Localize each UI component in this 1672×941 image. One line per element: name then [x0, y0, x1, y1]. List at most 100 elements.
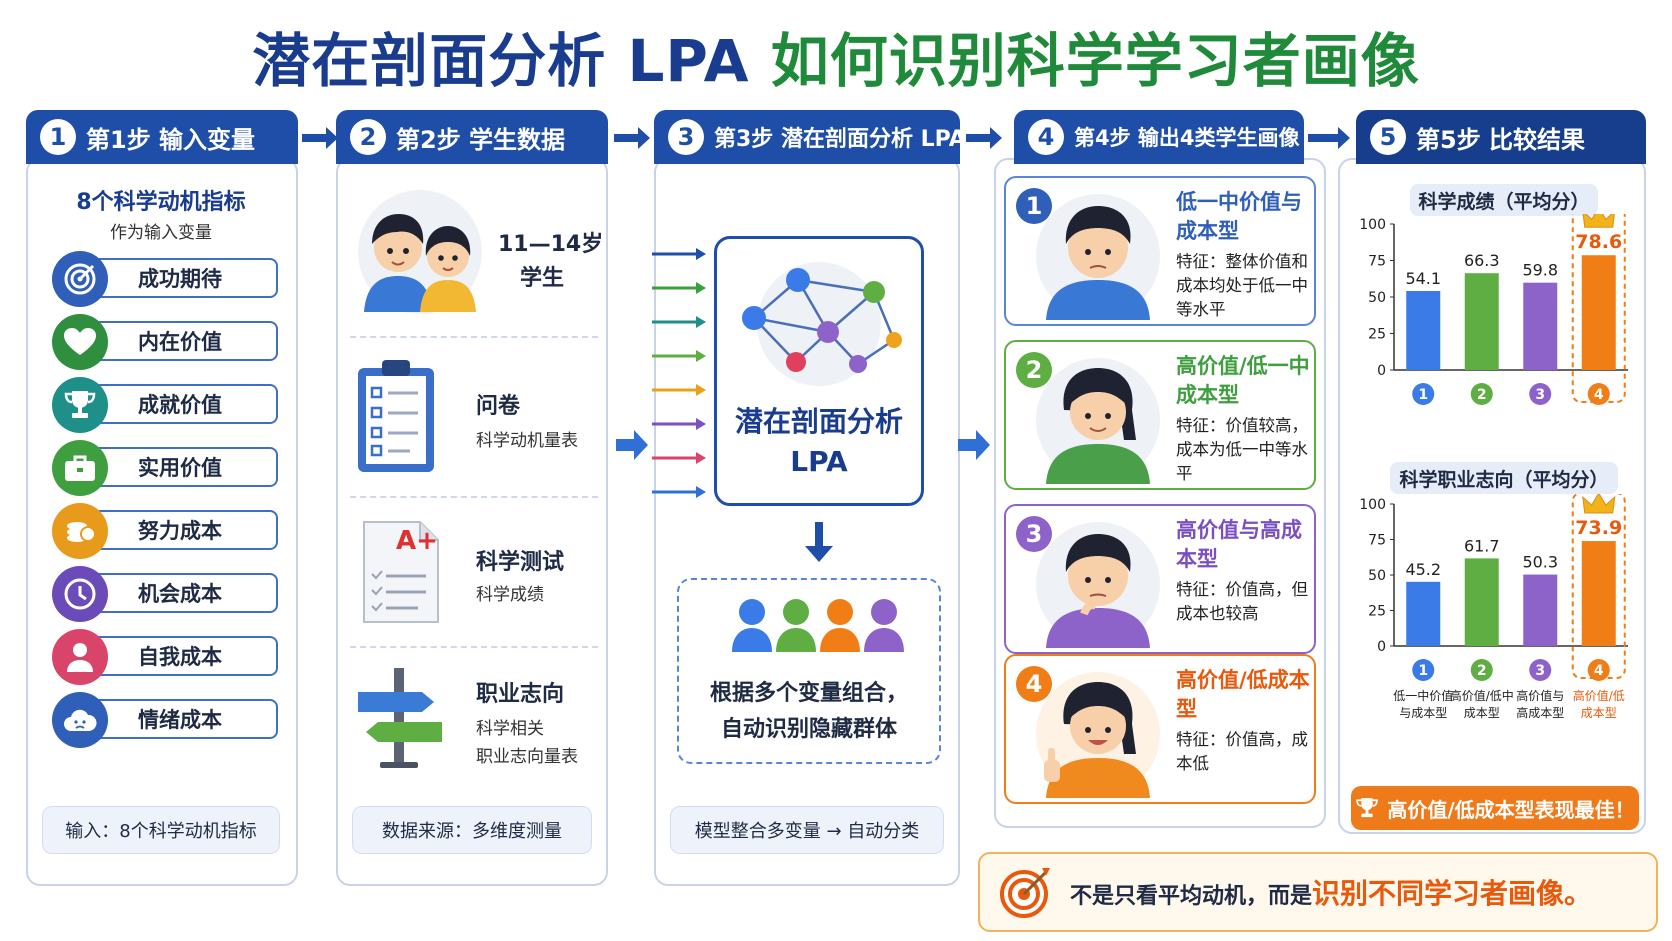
- arrow-down-icon: [805, 522, 833, 562]
- sad-cloud-icon: [52, 692, 108, 748]
- category-label: 4: [1594, 663, 1604, 679]
- coins-icon: [52, 503, 108, 559]
- step-header-2: 2 第2步 学生数据: [336, 110, 608, 164]
- profile-title: 高价值与高成本型: [1176, 518, 1302, 571]
- profile-desc: 特征：价值较高，成本为低一中等水平: [1176, 416, 1308, 483]
- data-label: 54.1: [1405, 269, 1441, 288]
- data-label: 45.2: [1405, 560, 1441, 579]
- category-label: 1: [1418, 663, 1428, 679]
- step-number: 5: [1370, 119, 1406, 155]
- profile-desc: 特征：整体价值和成本均处于低一中等水平: [1176, 252, 1308, 319]
- indicator-label: 机会成本: [78, 573, 278, 613]
- arrow-right-icon: [958, 430, 990, 460]
- bar: [1406, 291, 1441, 370]
- heart-icon: [52, 314, 108, 370]
- step-number: 3: [668, 119, 704, 155]
- profile-card-3: 3 高价值与高成本型 特征：价值高，但成本也较高: [1004, 504, 1316, 654]
- bar-chart-career-aspiration: 025507510045.21低一中价值与成本型61.72高价值/低中成本型50…: [1359, 494, 1628, 720]
- category-marker: [1529, 383, 1552, 405]
- student-avatar: [1036, 194, 1160, 320]
- lpa-line-1: 潜在剖面分析: [734, 405, 903, 438]
- title-part-1: 潜在剖面分析 LPA: [252, 27, 750, 95]
- y-tick-label: 0: [1377, 639, 1386, 655]
- y-tick-label: 25: [1368, 604, 1386, 620]
- profile-title: 低一中价值与成本型: [1176, 190, 1302, 243]
- step-number: 1: [40, 119, 76, 155]
- step-number: 4: [1028, 119, 1064, 155]
- chart-title-career: 科学职业志向（平均分）: [1390, 462, 1618, 494]
- questionnaire-title: 问卷: [476, 394, 521, 419]
- category-name: 高成本型: [1516, 705, 1564, 720]
- step-label: 第3步 潜在剖面分析 LPA: [714, 127, 966, 152]
- indicator-label: 成功期待: [78, 258, 278, 298]
- arrow-right-icon: [616, 430, 648, 460]
- step-label: 第4步 输出4类学生画像: [1074, 126, 1300, 150]
- trophy-icon: [52, 377, 108, 433]
- profile-card-4: 4 高价值/低成本型 特征：价值高，成本低: [1004, 654, 1316, 804]
- category-name: 高价值/低中: [1450, 688, 1514, 703]
- questionnaire-desc: 科学动机量表: [476, 431, 578, 451]
- data-label: 66.3: [1464, 251, 1500, 270]
- lpa-model-label: 潜在剖面分析 LPA: [714, 402, 924, 482]
- category-name: 成本型: [1464, 706, 1500, 720]
- y-tick-label: 100: [1359, 497, 1386, 513]
- divider: [350, 646, 598, 648]
- bar: [1464, 558, 1499, 646]
- category-label: 4: [1594, 387, 1604, 403]
- conclusion-banner: 不是只看平均动机，而是识别不同学习者画像。: [978, 852, 1658, 932]
- data-label: 61.7: [1464, 536, 1500, 555]
- step-header-3: 3 第3步 潜在剖面分析 LPA: [654, 110, 966, 164]
- profile-number: 3: [1016, 516, 1052, 552]
- arrow-right-icon: [302, 127, 338, 149]
- best-profile-banner: 高价值/低成本型表现最佳！: [1351, 786, 1639, 830]
- step-label: 第5步 比较结果: [1416, 125, 1586, 154]
- category-marker: [1587, 659, 1610, 681]
- hidden-groups-text: 根据多个变量组合， 自动识别隐藏群体: [677, 676, 941, 748]
- indicators-heading: 8个科学动机指标: [76, 190, 246, 215]
- col2-footer: 数据来源：多维度测量: [352, 806, 592, 854]
- target-icon: [52, 251, 108, 307]
- category-name: 高价值/低: [1573, 688, 1625, 703]
- y-tick-label: 75: [1368, 254, 1386, 270]
- category-marker: [1412, 383, 1435, 405]
- category-marker: [1412, 659, 1435, 681]
- trophy-icon: [1356, 798, 1379, 818]
- people-groups-icon: [732, 599, 904, 652]
- indicator-intrinsic-value: 内在价值: [52, 314, 280, 370]
- category-name: 成本型: [1581, 706, 1617, 720]
- y-tick-label: 50: [1368, 290, 1386, 306]
- indicator-effort-cost: 努力成本: [52, 503, 280, 559]
- indicator-label: 实用价值: [78, 447, 278, 487]
- profile-card-1: 1 低一中价值与成本型 特征：整体价值和成本均处于低一中等水平: [1004, 176, 1316, 326]
- lpa-line-2: LPA: [790, 445, 848, 478]
- arrow-right-icon: [614, 127, 650, 149]
- indicator-attainment-value: 成就价值: [52, 377, 280, 433]
- chart-title-score: 科学成绩（平均分）: [1410, 184, 1598, 216]
- indicator-utility-value: 实用价值: [52, 440, 280, 496]
- title-part-2: 如何识别科学学习者画像: [770, 27, 1420, 95]
- category-label: 1: [1418, 387, 1428, 403]
- science-test-desc: 科学成绩: [476, 585, 544, 605]
- data-label: 59.8: [1522, 261, 1558, 280]
- step-label: 第2步 学生数据: [396, 125, 566, 154]
- bar: [1581, 541, 1616, 646]
- data-label: 73.9: [1575, 517, 1622, 539]
- col3-footer: 模型整合多变量 → 自动分类: [670, 806, 944, 854]
- step-header-5: 5 第5步 比较结果: [1356, 110, 1646, 164]
- bar: [1523, 282, 1558, 370]
- bar: [1581, 255, 1616, 370]
- profile-number: 1: [1016, 188, 1052, 224]
- category-label: 3: [1535, 387, 1545, 403]
- profile-number: 4: [1016, 666, 1052, 702]
- group-line-1: 根据多个变量组合，: [709, 681, 908, 706]
- col1-footer: 输入：8个科学动机指标: [42, 806, 280, 854]
- career-desc-2: 职业志向量表: [476, 747, 578, 767]
- category-name: 低一中价值: [1393, 688, 1453, 703]
- group-line-2: 自动识别隐藏群体: [720, 717, 897, 742]
- indicator-label: 情绪成本: [78, 699, 278, 739]
- indicator-label: 自我成本: [78, 636, 278, 676]
- arrow-right-icon: [1308, 127, 1350, 149]
- divider: [350, 336, 598, 338]
- career-desc-1: 科学相关: [476, 719, 544, 739]
